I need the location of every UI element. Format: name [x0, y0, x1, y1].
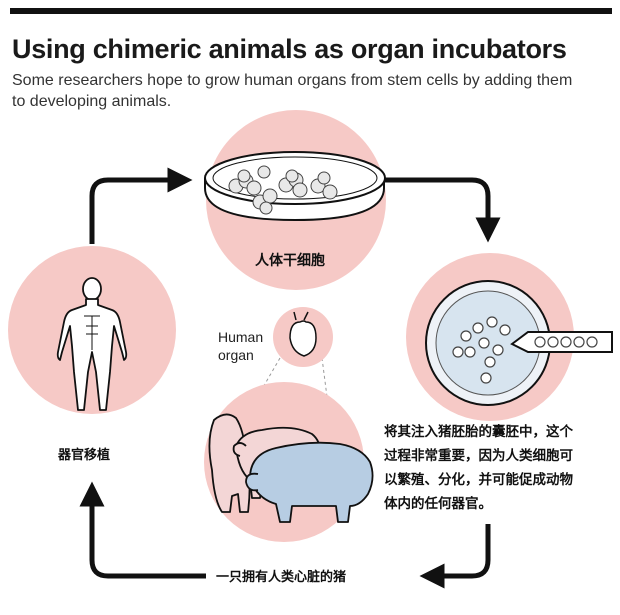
arrow-to-transplant [79, 481, 206, 579]
human-organ-label-line-1: Human [218, 329, 264, 345]
injection-line-2: 过程非常重要，因为人类细胞可 [384, 448, 573, 464]
injection-line-1: 将其注入猪胚胎的囊胚中，这个 [384, 424, 573, 440]
organ-transplant-label: 器官移植 [58, 448, 111, 463]
arrow-to-dish [89, 167, 193, 244]
injection-line-4: 体内的任何器官。 [384, 496, 492, 512]
stem-cells-label: 人体干细胞 [255, 253, 325, 269]
subtitle-line-1: Some researchers hope to grow human orga… [12, 72, 573, 89]
top-rule [10, 8, 612, 14]
human-figure [8, 246, 176, 414]
chimeric-pigs [204, 382, 374, 542]
subtitle-line-2: to developing animals. [12, 93, 172, 110]
human-organ-label-line-2: organ [218, 347, 254, 363]
arrow-to-blastocyst [385, 177, 501, 243]
blastocyst-injection [406, 253, 613, 421]
petri-dish-stem-cells [204, 110, 386, 290]
arrow-to-pig [419, 524, 491, 589]
human-organ-inset [243, 307, 333, 421]
page-subtitle: Some researchers hope to grow human orga… [12, 70, 602, 112]
page-title: Using chimeric animals as organ incubato… [12, 34, 567, 64]
human-organ-label: Human organ [218, 328, 263, 364]
injection-description: 将其注入猪胚胎的囊胚中，这个 过程非常重要，因为人类细胞可 以繁殖、分化，并可能… [384, 420, 616, 516]
pig-with-human-heart-label: 一只拥有人类心脏的猪 [216, 570, 347, 585]
injection-line-3: 以繁殖、分化，并可能促成动物 [384, 472, 573, 488]
